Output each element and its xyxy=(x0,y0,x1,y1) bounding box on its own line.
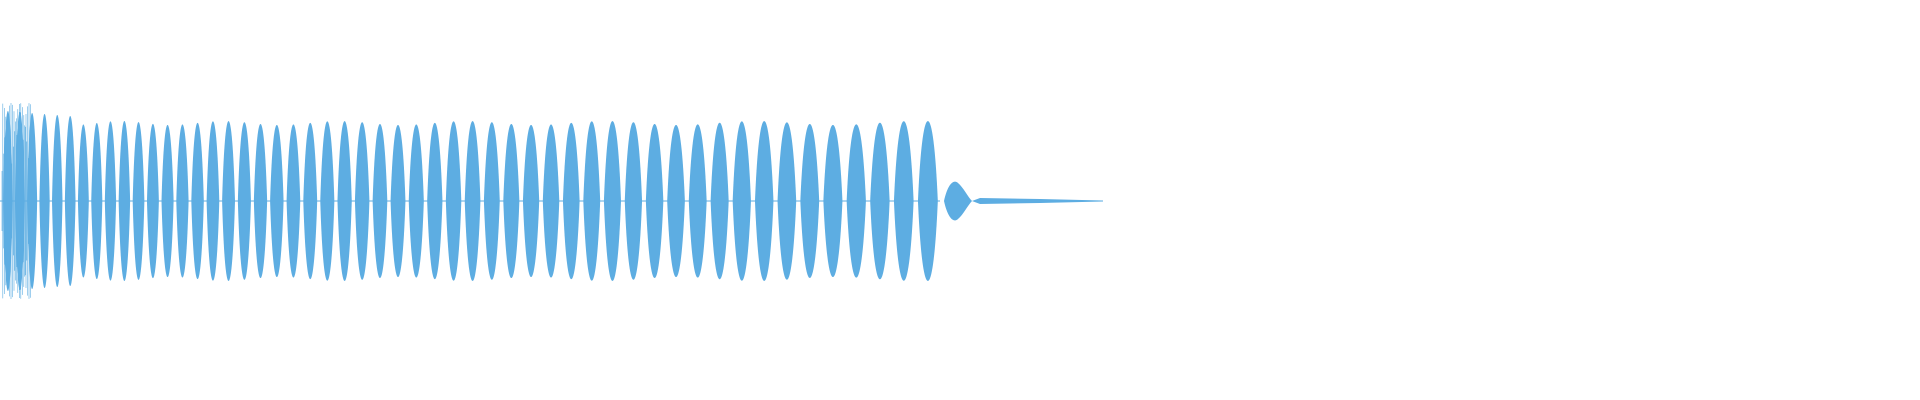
waveform-tail xyxy=(972,198,1103,204)
waveform-decay-blip xyxy=(944,181,972,221)
